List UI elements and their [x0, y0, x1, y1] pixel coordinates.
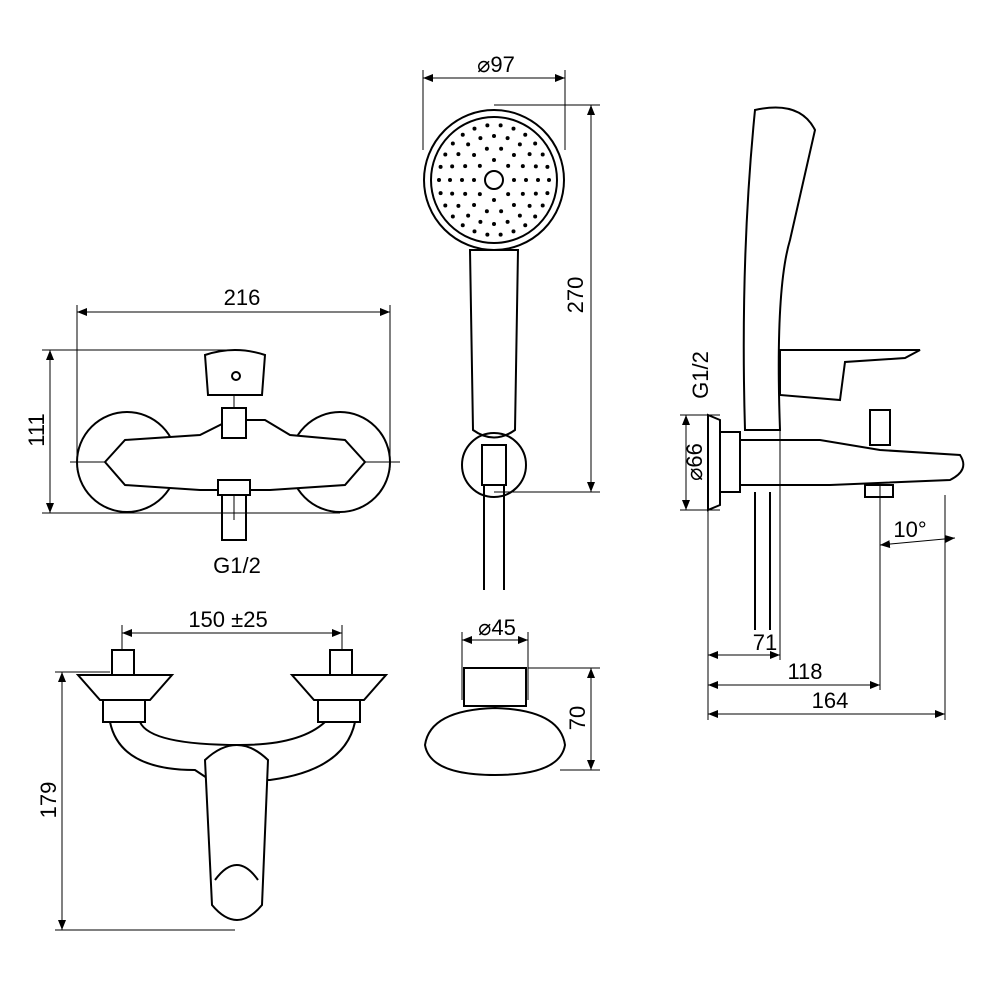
nozzle-dot [527, 152, 532, 157]
nozzle-dot [466, 142, 471, 147]
nozzle-dot [547, 178, 551, 182]
nozzle-dot [448, 178, 452, 182]
nozzle-dot [492, 222, 496, 226]
nozzle-dot [505, 136, 510, 141]
side-flange-label: ⌀66 [682, 443, 707, 481]
nozzle-dot [499, 146, 504, 151]
top-spacing-label: 150 ±25 [188, 607, 267, 632]
nozzle-dot [463, 164, 468, 169]
nozzle-dot [511, 152, 516, 157]
nozzle-dot [450, 191, 455, 196]
nozzle-dot [456, 152, 461, 157]
nozzle-dot [498, 232, 503, 237]
nozzle-dot [460, 178, 464, 182]
front-thread-label: G1/2 [213, 553, 261, 578]
nozzle-dot [477, 192, 482, 197]
side-angle-label: 10° [893, 517, 926, 542]
front-view: 216 111 G1/2 [24, 285, 400, 578]
nozzle-dot [499, 209, 504, 214]
nozzle-dot [545, 191, 550, 196]
nozzle-dot [484, 146, 489, 151]
nozzle-dot [540, 152, 545, 157]
nozzle-dot [517, 213, 522, 218]
nozzle-dot [438, 191, 443, 196]
nozzle-dot [533, 164, 538, 169]
nozzle-dot [527, 203, 532, 208]
nozzle-dot [478, 219, 483, 224]
nozzle-dot [472, 126, 477, 131]
nozzle-dot [524, 178, 528, 182]
nozzle-dot [450, 164, 455, 169]
hand-shower-view: ⌀97 270 [422, 52, 600, 590]
side-view: G1/2 ⌀66 10° 71 118 164 [680, 106, 965, 720]
nozzle-dot [450, 141, 455, 146]
nozzle-dot [512, 178, 516, 182]
nozzle-dot [437, 178, 441, 182]
nozzle-dot [523, 132, 528, 137]
nozzle-dot [478, 136, 483, 141]
nozzle-dot [533, 191, 538, 196]
nozzle-dot [463, 191, 468, 196]
nozzle-dot [520, 164, 525, 169]
nozzle-dot [505, 219, 510, 224]
nozzle-dot [523, 223, 528, 228]
nozzle-dot [498, 123, 503, 128]
top-depth-label: 179 [36, 782, 61, 819]
shower-diameter-label: ⌀97 [477, 52, 515, 77]
nozzle-dot [443, 203, 448, 208]
shower-length-label: 270 [563, 277, 588, 314]
nozzle-dot [485, 232, 490, 237]
nozzle-dot [477, 163, 482, 168]
nozzle-dot [460, 132, 465, 137]
front-width-label: 216 [224, 285, 261, 310]
nozzle-dot [492, 198, 496, 202]
holder-view: ⌀45 70 [423, 615, 600, 777]
nozzle-dot [517, 142, 522, 147]
holder-height-label: 70 [565, 706, 590, 730]
nozzle-dot [492, 134, 496, 138]
nozzle-dot [536, 178, 540, 182]
spray-nozzles [437, 123, 551, 237]
nozzle-dot [511, 203, 516, 208]
nozzle-dot [472, 203, 477, 208]
nozzle-dot [492, 158, 496, 162]
nozzle-dot [545, 164, 550, 169]
nozzle-dot [472, 152, 477, 157]
side-dim-164: 164 [812, 688, 849, 713]
holder-diameter-label: ⌀45 [478, 615, 516, 640]
nozzle-dot [506, 163, 511, 168]
nozzle-dot [443, 152, 448, 157]
nozzle-dot [520, 191, 525, 196]
nozzle-dot [540, 203, 545, 208]
nozzle-dot [466, 213, 471, 218]
nozzle-dot [472, 178, 476, 182]
nozzle-dot [533, 141, 538, 146]
side-dim-71: 71 [753, 630, 777, 655]
nozzle-dot [460, 223, 465, 228]
nozzle-dot [511, 126, 516, 131]
nozzle-dot [511, 229, 516, 234]
side-thread-label: G1/2 [688, 351, 713, 399]
nozzle-dot [472, 229, 477, 234]
nozzle-dot [485, 123, 490, 128]
side-dim-118: 118 [787, 659, 822, 684]
top-view: 150 ±25 179 [36, 607, 389, 931]
nozzle-dot [533, 214, 538, 219]
nozzle-dot [456, 203, 461, 208]
nozzle-dot [506, 192, 511, 197]
nozzle-dot [484, 209, 489, 214]
nozzle-dot [450, 214, 455, 219]
front-height-label: 111 [24, 413, 49, 446]
nozzle-dot [438, 164, 443, 169]
